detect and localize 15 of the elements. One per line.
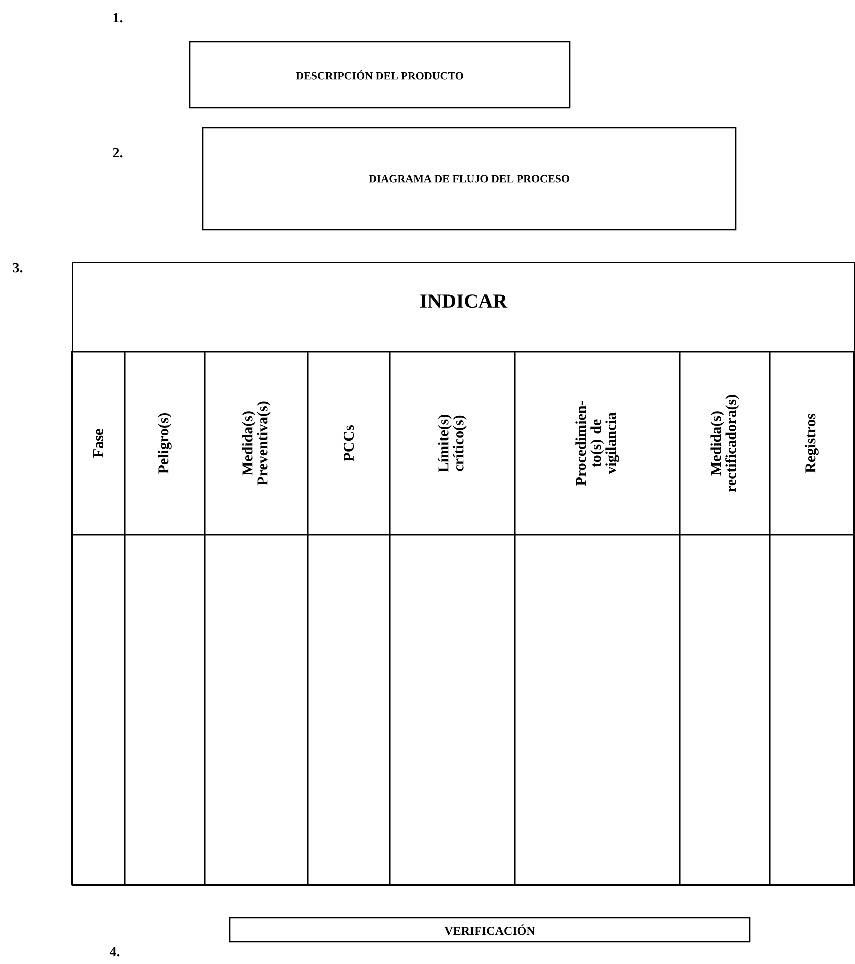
column-header-cell: Fase [71,351,126,536]
step-number: 3. [13,263,23,273]
column-header-cell: Medida(s) rectificadora(s) [679,351,771,536]
column-header-cell: PCCs [307,351,391,536]
column-header-cell: Límite(s) crítico(s) [389,351,516,536]
title-box: DESCRIPCIÓN DEL PRODUCTO [189,41,571,109]
step-number: 4. [110,947,120,957]
step-number: 1. [114,13,123,23]
title-box: DIAGRAMA DE FLUJO DEL PROCESO [202,127,737,231]
step-number: 2. [113,148,123,158]
column-header-cell: Peligro(s) [124,351,206,536]
column-header-cell: Registros [769,351,855,536]
column-header-cell: Procedimien- to(s) de vigilancia [514,351,681,536]
title-box: VERIFICACIÓN [229,917,751,943]
column-header-cell: Medida(s) Preventiva(s) [204,351,309,536]
